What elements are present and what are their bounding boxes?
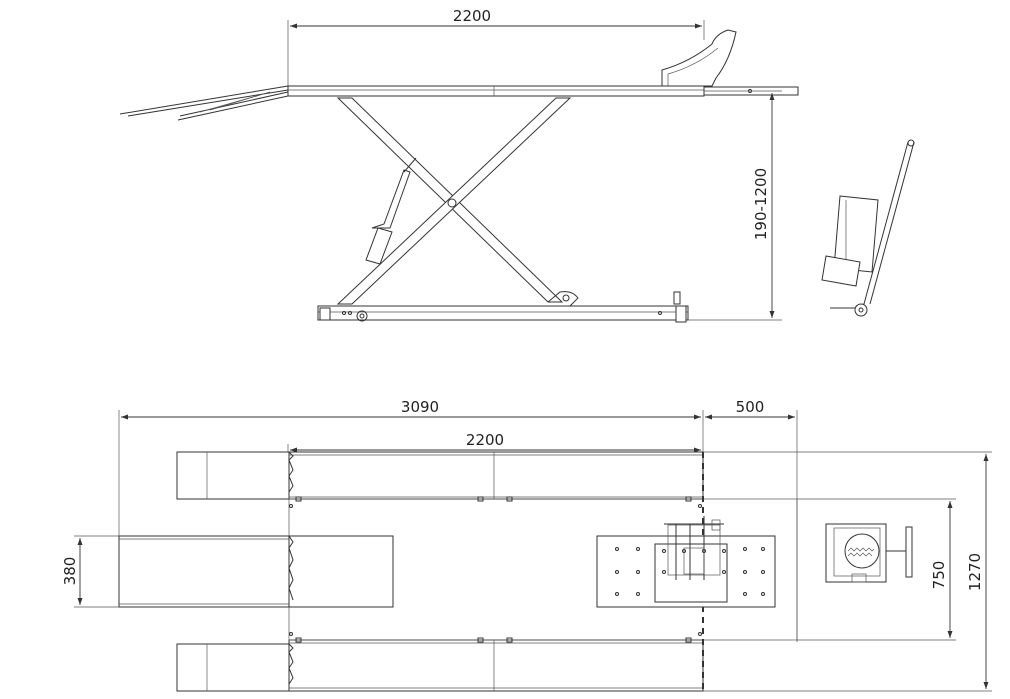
- overall-width-dimension: 1270: [703, 451, 992, 692]
- lower-rail: [176, 639, 704, 692]
- control-unit-top: [825, 523, 913, 583]
- top-view: 3090 500 2200: [61, 398, 992, 692]
- side-height-dimension: 190-1200: [688, 90, 782, 321]
- scissor-mechanism: [336, 97, 579, 307]
- overall-width-label: 1270: [966, 553, 984, 591]
- center-ramp: [118, 535, 394, 608]
- overall-length-dimension: 3090: [118, 398, 701, 540]
- overall-length-label: 3090: [401, 398, 439, 416]
- front-ramps: [119, 85, 289, 121]
- platform-length-label: 2200: [466, 431, 504, 449]
- side-height-label: 190-1200: [752, 168, 770, 240]
- side-length-dimension: 2200: [287, 7, 705, 86]
- side-view: 2200: [119, 7, 915, 323]
- platform-deck: [287, 85, 705, 97]
- base-frame: [317, 305, 689, 321]
- wheel-chock: [661, 29, 737, 87]
- ramp-width-dimension: 380: [61, 535, 119, 608]
- control-unit-trolley: [821, 139, 915, 317]
- wheel-vise-plate: [596, 516, 776, 608]
- center-width-dimension: 750: [797, 498, 956, 641]
- upper-rail: [176, 451, 704, 500]
- ramp-width-label: 380: [61, 557, 79, 586]
- side-length-label: 2200: [453, 7, 491, 25]
- extension-label: 500: [736, 398, 765, 416]
- platform-length-dimension: 2200: [287, 431, 701, 453]
- center-width-label: 750: [930, 561, 948, 590]
